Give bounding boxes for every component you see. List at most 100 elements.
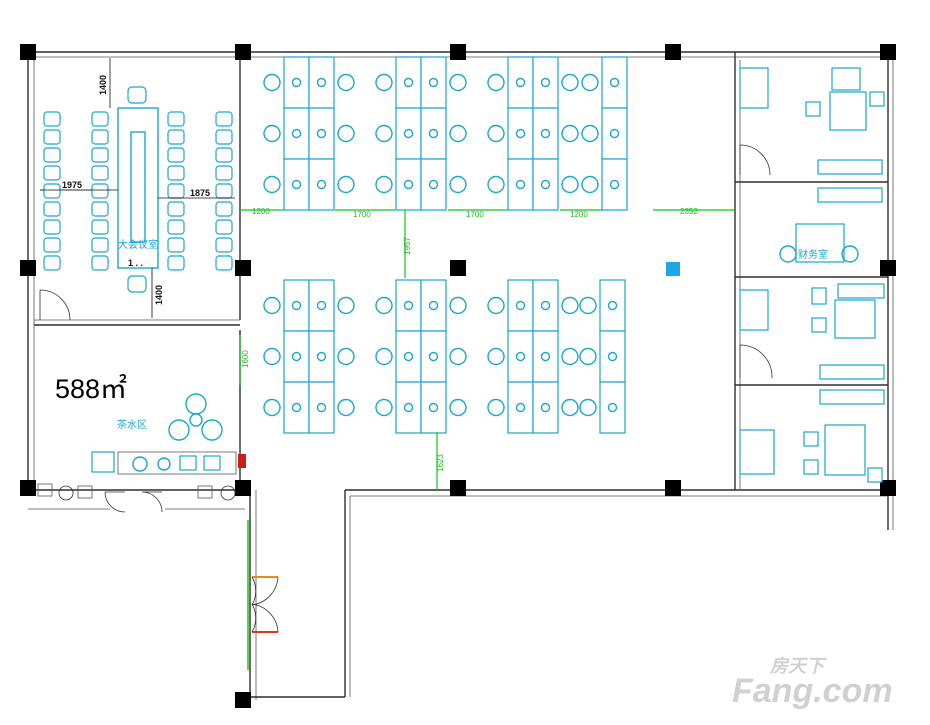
chair	[215, 129, 233, 145]
area-label: 588㎡	[55, 374, 127, 404]
desk	[420, 158, 447, 211]
desk-chair	[561, 73, 579, 92]
desk	[420, 330, 447, 383]
monitor	[515, 179, 526, 190]
chair	[215, 237, 233, 253]
monitor	[403, 300, 414, 311]
monitor	[540, 300, 551, 311]
desk-chair	[579, 296, 597, 315]
desk	[507, 330, 534, 383]
monitor	[291, 77, 302, 88]
desk	[420, 381, 447, 434]
desk	[395, 158, 422, 211]
monitor	[540, 128, 551, 139]
chair	[91, 165, 109, 181]
desk	[395, 381, 422, 434]
desk-chair	[449, 73, 467, 92]
desk-chair	[487, 398, 505, 417]
chair	[167, 255, 185, 271]
desk-chair	[375, 296, 393, 315]
monitor	[540, 402, 551, 413]
chair	[167, 129, 185, 145]
fang-watermark: 房天下 Fang.com	[732, 656, 893, 710]
desk	[283, 56, 310, 109]
desk-chair	[561, 175, 579, 194]
monitor	[428, 128, 439, 139]
monitor	[316, 300, 327, 311]
desk	[420, 279, 447, 332]
monitor	[515, 300, 526, 311]
desk-chair	[263, 175, 281, 194]
monitor	[428, 402, 439, 413]
finance-room-label: 财务室	[798, 248, 828, 261]
chair	[43, 165, 61, 181]
chair	[167, 201, 185, 217]
desk	[507, 56, 534, 109]
desk-chair	[579, 398, 597, 417]
desk-chair	[449, 398, 467, 417]
desk	[532, 56, 559, 109]
conference-room: 大会议室 1 . .	[39, 86, 233, 321]
monitor	[607, 300, 618, 311]
tea-area: 588㎡ 茶水区	[37, 374, 237, 513]
chair	[43, 219, 61, 235]
chair	[167, 183, 185, 199]
monitor	[515, 402, 526, 413]
chair	[167, 111, 185, 127]
desk	[395, 56, 422, 109]
desk-chair	[487, 73, 505, 92]
monitor	[515, 351, 526, 362]
desk-chair	[337, 398, 355, 417]
svg-text:2352: 2352	[680, 207, 698, 216]
chair	[215, 147, 233, 163]
desk-chair	[375, 398, 393, 417]
monitor	[515, 77, 526, 88]
monitor	[291, 179, 302, 190]
chair	[215, 165, 233, 181]
desk-chair	[579, 347, 597, 366]
svg-text:1975: 1975	[62, 180, 82, 190]
desk-chair	[337, 347, 355, 366]
monitor	[428, 77, 439, 88]
desk	[308, 279, 335, 332]
desk-chair	[487, 296, 505, 315]
desk-chair	[375, 175, 393, 194]
svg-text:1875: 1875	[190, 188, 210, 198]
desk	[283, 107, 310, 160]
desk-chair	[561, 296, 579, 315]
accent-square	[666, 262, 680, 276]
desk-chair	[581, 124, 599, 143]
conference-room-label: 大会议室	[118, 238, 158, 251]
desk-chair	[561, 347, 579, 366]
entrance-doors	[247, 520, 279, 670]
desk-chair	[449, 124, 467, 143]
chair	[91, 129, 109, 145]
desk	[601, 158, 628, 211]
svg-text:1400: 1400	[154, 285, 164, 305]
desk	[283, 158, 310, 211]
chair	[91, 201, 109, 217]
desk	[532, 107, 559, 160]
monitor	[291, 351, 302, 362]
chair	[215, 255, 233, 271]
chair	[215, 183, 233, 199]
monitor	[403, 128, 414, 139]
desk	[532, 330, 559, 383]
desk-chair	[375, 124, 393, 143]
desk	[601, 56, 628, 109]
desk-chair	[337, 296, 355, 315]
monitor	[609, 128, 620, 139]
monitor	[291, 300, 302, 311]
desk-chair	[337, 175, 355, 194]
conf-table-label: 1 . .	[128, 258, 143, 268]
desk-chair	[449, 347, 467, 366]
monitor	[428, 300, 439, 311]
chair	[91, 183, 109, 199]
desk	[532, 279, 559, 332]
monitor	[540, 179, 551, 190]
monitor	[403, 351, 414, 362]
desk-chair	[487, 175, 505, 194]
svg-text:1200: 1200	[252, 207, 270, 216]
desk-chair	[581, 73, 599, 92]
chair	[91, 219, 109, 235]
